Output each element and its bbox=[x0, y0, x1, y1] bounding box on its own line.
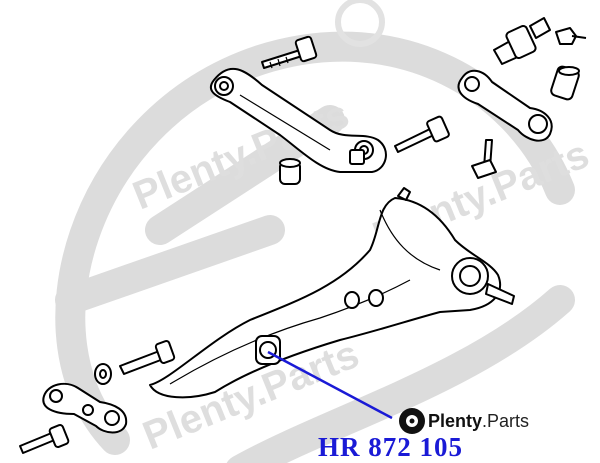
bolt-bottom-left bbox=[19, 424, 70, 454]
rear-trailing-arm bbox=[149, 187, 515, 399]
watermark-swoosh-lower bbox=[226, 285, 575, 463]
watermark-logo-ring bbox=[335, 0, 385, 47]
bolt-right bbox=[471, 139, 497, 179]
bolt-lower-left bbox=[119, 340, 176, 375]
leader-line bbox=[267, 350, 393, 420]
brand-name-rest: .Parts bbox=[482, 411, 530, 431]
part-number-label: HR 872 105 bbox=[318, 432, 463, 462]
brand-logo: Plenty.Parts bbox=[428, 411, 529, 431]
watermark-stroke-left bbox=[55, 215, 285, 315]
brand-name-bold: Plenty bbox=[428, 411, 483, 431]
nut-top-right bbox=[555, 27, 587, 45]
brand-logo-icon bbox=[399, 408, 425, 434]
bushing-middle bbox=[279, 158, 301, 185]
bushing-sleeve-right bbox=[550, 65, 580, 101]
bushing-top-right bbox=[493, 17, 551, 65]
upper-control-arm bbox=[209, 67, 387, 173]
bolt-upper-center bbox=[394, 115, 450, 153]
washer-lower-left bbox=[94, 363, 112, 385]
lower-link-left bbox=[42, 382, 128, 434]
trailing-link-right bbox=[457, 69, 553, 142]
bolt-upper-left bbox=[261, 35, 318, 69]
